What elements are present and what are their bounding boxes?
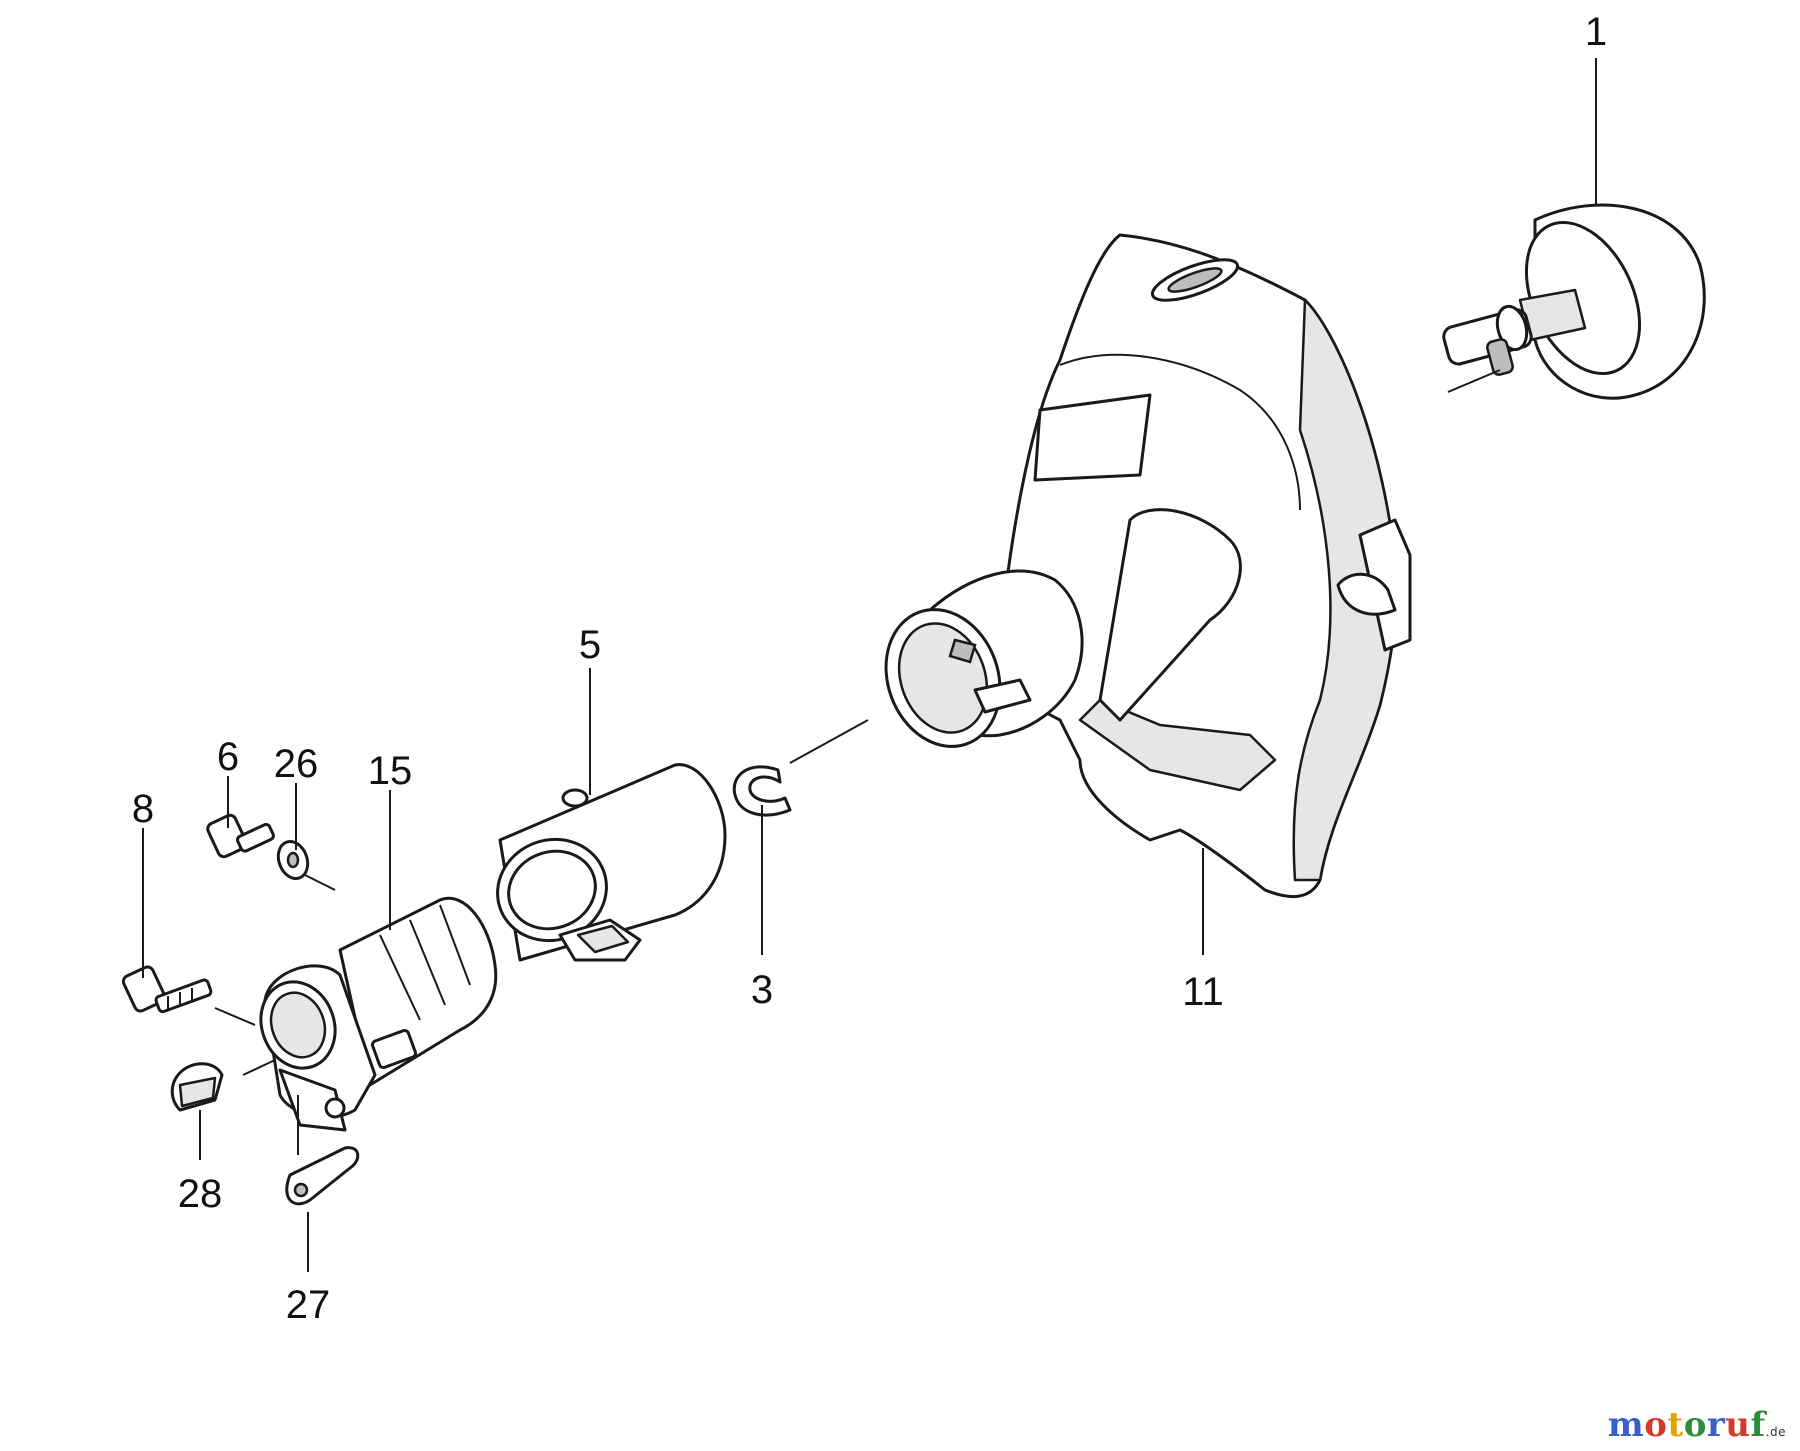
part-screw-6 <box>206 813 275 859</box>
callout-11: 11 <box>1182 970 1224 1014</box>
watermark-letter: o <box>1644 1405 1668 1445</box>
watermark-letter: o <box>1683 1405 1707 1445</box>
watermark-text: motoruf <box>1608 1405 1766 1445</box>
callout-1: 1 <box>1585 10 1607 54</box>
callout-leaders <box>142 58 1597 1272</box>
watermark-letter: m <box>1607 1405 1645 1445</box>
callout-26: 26 <box>274 742 319 786</box>
callout-15: 15 <box>368 749 413 793</box>
callout-8: 8 <box>132 787 154 831</box>
callout-5: 5 <box>579 623 601 667</box>
part-clamp <box>259 896 498 1132</box>
part-tab <box>285 1146 360 1206</box>
assembly-lines <box>214 369 1501 1076</box>
part-plate <box>170 1062 224 1112</box>
callout-27: 27 <box>286 1283 331 1327</box>
watermark-logo: motoruf.de <box>1608 1405 1786 1445</box>
part-housing <box>884 233 1412 899</box>
part-sleeve <box>496 763 727 962</box>
callout-labels: 1 5 3 6 26 15 8 11 28 27 <box>132 10 1607 1327</box>
watermark-letter: r <box>1706 1405 1726 1445</box>
callout-3: 3 <box>751 968 773 1012</box>
watermark-letter: u <box>1725 1405 1751 1445</box>
callout-28: 28 <box>178 1172 223 1216</box>
watermark-tld: .de <box>1765 1425 1786 1439</box>
part-clutch-drum <box>1442 203 1706 400</box>
watermark-letter: t <box>1667 1405 1684 1445</box>
watermark-letter: f <box>1750 1405 1766 1445</box>
part-washer <box>276 840 310 880</box>
callout-6: 6 <box>217 735 239 779</box>
part-clip <box>732 765 792 817</box>
part-screw-8 <box>121 965 213 1014</box>
